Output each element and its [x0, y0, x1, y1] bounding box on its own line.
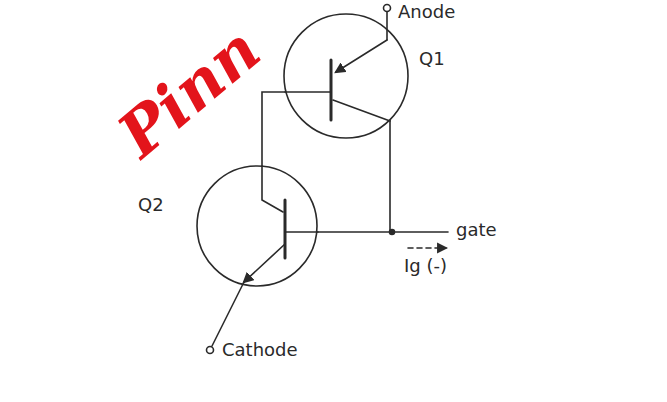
circle-outline [283, 13, 409, 139]
wire [262, 92, 286, 166]
label-holder: Q1 [419, 49, 445, 69]
label-holder: Ig (-) [404, 256, 447, 276]
anode-wire [386, 12, 388, 40]
q1-base-lead [285, 91, 331, 93]
q2-base-lead [285, 231, 318, 233]
cathode-terminal [207, 347, 214, 354]
transistor-circle: Q1 [283, 13, 409, 139]
wire [317, 120, 390, 232]
q2-emitter [244, 244, 285, 282]
circle-outline [196, 165, 318, 287]
transistor-name: Q2 [138, 195, 164, 215]
current-label: Ig (-) [404, 256, 447, 276]
terminal-label: gate [456, 220, 497, 240]
cathode-wire [212, 282, 244, 346]
gate-current-arrow [408, 247, 446, 249]
gate-wire [392, 231, 448, 233]
q1-emitter [336, 40, 387, 72]
label-holder: Pinn [128, 110, 288, 178]
label-holder: Q2 [138, 195, 164, 215]
label-holder: Cathode [222, 340, 298, 360]
watermark: Pinn [106, 15, 273, 170]
q1-collector [333, 100, 390, 121]
transistor-circle: Q2 [196, 165, 318, 287]
anode-terminal [384, 5, 391, 12]
label-holder: gate [456, 220, 497, 240]
q1-base-bar [330, 60, 333, 120]
transistor-name: Q1 [419, 49, 445, 69]
q2-base-bar [284, 200, 287, 258]
terminal-label: Cathode [222, 340, 298, 360]
q2-collector [262, 166, 283, 212]
terminal-label: Anode [398, 2, 455, 22]
label-holder: Anode [398, 2, 455, 22]
